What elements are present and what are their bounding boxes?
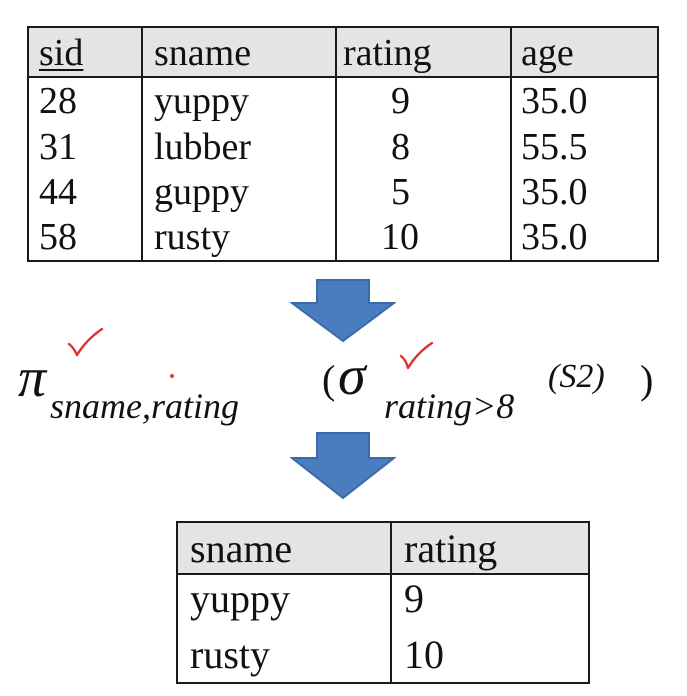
column-header-sid: sid [39, 32, 84, 74]
open-paren: ( [322, 357, 336, 402]
arrow-shape [290, 432, 396, 500]
down-arrow-icon [290, 432, 396, 500]
check-mark-icon [399, 341, 434, 370]
table-cell: yuppy [190, 576, 290, 621]
column-header-age: age [521, 32, 574, 74]
table-cell: yuppy [154, 80, 249, 122]
column-divider [141, 28, 143, 260]
down-arrow-icon [290, 279, 396, 343]
table-cell: 28 [39, 80, 77, 122]
projection-subscript: sname,rating [50, 386, 239, 426]
arrow-shape [290, 279, 396, 343]
table-cell: 31 [39, 126, 77, 168]
table-cell: 9 [391, 80, 410, 122]
table-cell: 35.0 [521, 171, 588, 213]
column-divider [390, 523, 392, 682]
table-cell: guppy [154, 171, 249, 213]
table-header-row [29, 28, 657, 78]
table-cell: rusty [154, 216, 230, 258]
table-cell: 35.0 [521, 80, 588, 122]
column-header-sname: sname [190, 526, 293, 571]
projection-symbol: π [18, 347, 47, 409]
table-cell: 55.5 [521, 126, 588, 168]
column-header-rating: rating [343, 32, 432, 74]
column-header-sname: sname [154, 32, 252, 74]
table-cell: 9 [404, 576, 424, 621]
relational-algebra-expression: π sname,rating ( σ rating>8 (S2) ) [0, 330, 687, 440]
column-header-rating: rating [404, 526, 498, 571]
table-cell: 10 [381, 216, 419, 258]
table-cell: rusty [190, 632, 270, 677]
close-paren: ) [640, 357, 654, 402]
result-table: sname rating yuppy 9 rusty 10 [176, 521, 590, 684]
table-cell: 10 [404, 632, 444, 677]
selection-subscript: rating>8 [384, 386, 515, 426]
table-cell: 58 [39, 216, 77, 258]
column-divider [510, 28, 512, 260]
table-header-row [178, 523, 588, 575]
check-mark-icon [67, 327, 104, 357]
table-cell: 8 [391, 126, 410, 168]
selection-symbol: σ [338, 345, 366, 407]
column-divider [335, 28, 337, 260]
sailors-table: sid sname rating age 28 yuppy 9 35.0 31 … [27, 26, 659, 262]
red-dot-mark [170, 374, 174, 378]
table-cell: lubber [154, 126, 252, 168]
table-cell: 35.0 [521, 216, 588, 258]
table-cell: 5 [391, 171, 410, 213]
table-cell: 44 [39, 171, 77, 213]
relation-argument: (S2) [548, 358, 605, 395]
